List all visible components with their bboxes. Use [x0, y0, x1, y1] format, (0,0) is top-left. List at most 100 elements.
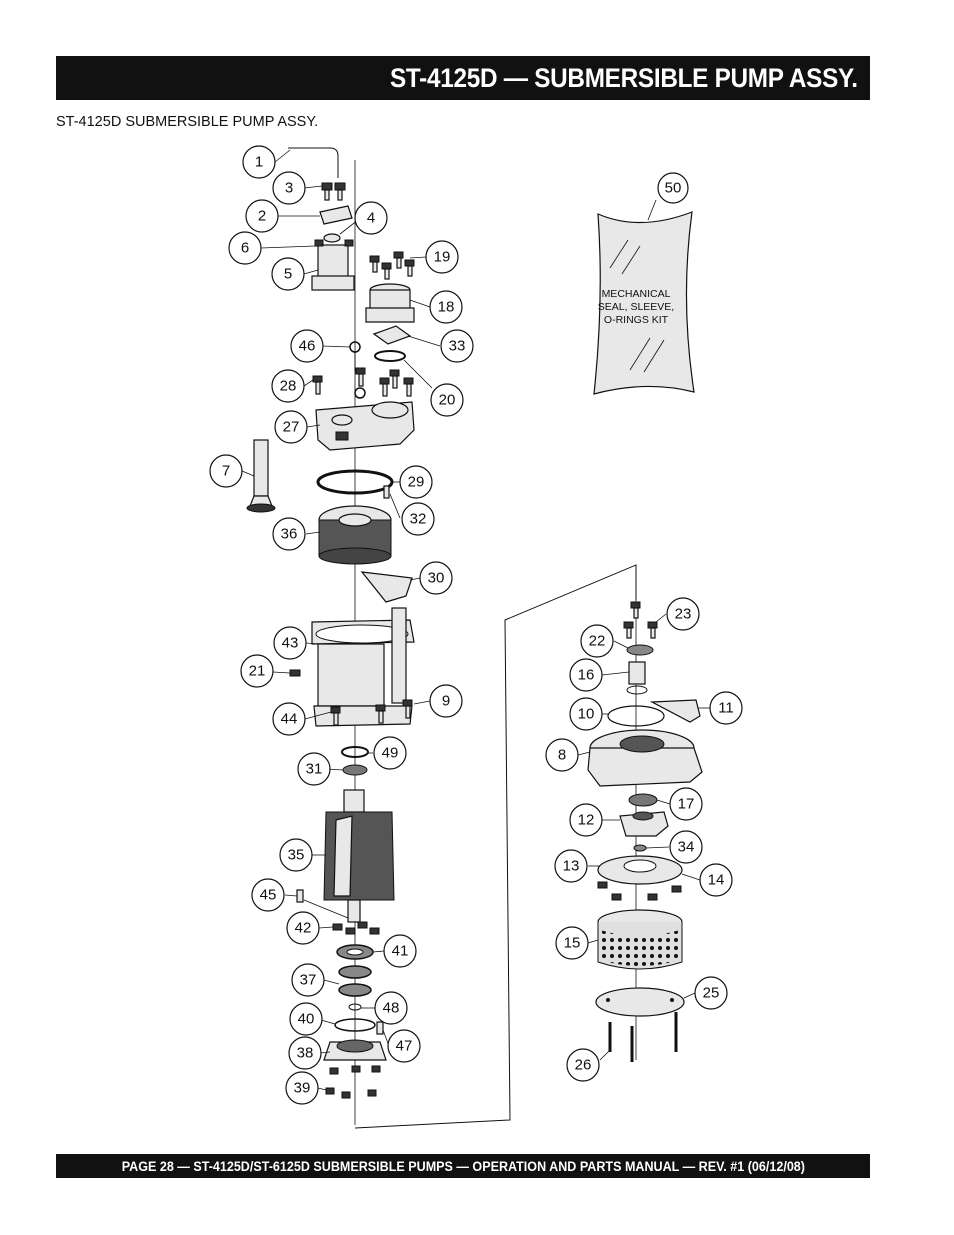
svg-text:8: 8	[558, 747, 566, 764]
callout-11: 11	[709, 691, 743, 725]
svg-text:11: 11	[718, 700, 734, 717]
bearing-37-top	[338, 965, 372, 979]
strainer-15	[597, 909, 683, 970]
callout-47: 47	[387, 1029, 421, 1063]
svg-text:25: 25	[703, 985, 720, 1002]
page-footer-bar: PAGE 28 — ST-4125D/ST-6125D SUBMERSIBLE …	[56, 1154, 870, 1178]
callout-48: 48	[374, 991, 408, 1025]
callout-2: 2	[245, 199, 279, 233]
svg-text:10: 10	[578, 706, 595, 723]
callout-16: 16	[569, 658, 603, 692]
page-title-bar: ST-4125D — SUBMERSIBLE PUMP ASSY.	[56, 56, 870, 100]
bearing-37	[338, 983, 372, 997]
wear-plate-11	[649, 699, 701, 723]
svg-text:40: 40	[298, 1011, 315, 1028]
callout-34: 34	[669, 830, 703, 864]
svg-text:19: 19	[434, 249, 451, 266]
svg-text:14: 14	[708, 872, 725, 889]
callout-41: 41	[383, 934, 417, 968]
callout-38: 38	[288, 1036, 322, 1070]
svg-text:21: 21	[249, 663, 266, 680]
svg-text:46: 46	[299, 338, 316, 355]
callout-49: 49	[373, 736, 407, 770]
callout-39: 39	[285, 1071, 319, 1105]
svg-text:29: 29	[408, 474, 425, 491]
svg-text:20: 20	[439, 392, 456, 409]
callout-30: 30	[419, 561, 453, 595]
bracket-30	[360, 571, 413, 603]
callout-12: 12	[569, 803, 603, 837]
handle-7	[246, 439, 276, 513]
callout-3: 3	[272, 171, 306, 205]
key-45	[296, 889, 304, 903]
volute-8	[587, 729, 703, 787]
screws-42	[332, 921, 380, 935]
callout-13: 13	[554, 849, 588, 883]
svg-text:32: 32	[410, 511, 427, 528]
screws-3	[321, 182, 346, 201]
pin-32	[383, 485, 390, 499]
svg-text:23: 23	[675, 606, 692, 623]
callout-25: 25	[694, 976, 728, 1010]
callout-10: 10	[569, 697, 603, 731]
callout-33: 33	[440, 329, 474, 363]
gasket-33	[372, 325, 412, 345]
callout-23: 23	[666, 597, 700, 631]
svg-text:47: 47	[396, 1038, 413, 1055]
svg-text:37: 37	[300, 972, 317, 989]
callout-8: 8	[545, 738, 579, 772]
o-ring-20	[374, 350, 406, 362]
callout-5: 5	[271, 257, 305, 291]
callout-7: 7	[209, 454, 243, 488]
callout-21: 21	[240, 654, 274, 688]
washer-49	[341, 746, 369, 758]
callout-15: 15	[555, 926, 589, 960]
svg-text:33: 33	[449, 338, 466, 355]
svg-text:9: 9	[442, 693, 450, 710]
callout-18: 18	[429, 290, 463, 324]
o-ring-48	[348, 1003, 362, 1011]
callout-29: 29	[399, 465, 433, 499]
svg-text:4: 4	[367, 210, 375, 227]
svg-text:12: 12	[578, 812, 595, 829]
leader-lines	[241, 149, 710, 1091]
callout-14: 14	[699, 863, 733, 897]
callout-32: 32	[401, 502, 435, 536]
svg-text:38: 38	[297, 1045, 314, 1062]
stator-end-36	[318, 505, 392, 565]
page-footer: PAGE 28 — ST-4125D/ST-6125D SUBMERSIBLE …	[121, 1158, 805, 1174]
callout-19: 19	[425, 240, 459, 274]
svg-text:16: 16	[578, 667, 595, 684]
diagram-caption: ST-4125D SUBMERSIBLE PUMP ASSY.	[56, 114, 319, 130]
svg-text:1: 1	[255, 154, 263, 171]
callout-46: 46	[290, 329, 324, 363]
bolts-26	[608, 1012, 678, 1062]
svg-text:50: 50	[665, 180, 682, 197]
callout-37: 37	[291, 963, 325, 997]
callout-31: 31	[297, 752, 331, 786]
housing-18	[365, 283, 415, 323]
svg-text:30: 30	[428, 570, 445, 587]
callout-20: 20	[430, 383, 464, 417]
svg-text:49: 49	[382, 745, 399, 762]
connector-line	[354, 564, 637, 1129]
svg-text:26: 26	[575, 1057, 592, 1074]
svg-text:36: 36	[281, 526, 298, 543]
screws-28	[312, 367, 414, 397]
svg-text:3: 3	[285, 180, 293, 197]
cable	[288, 147, 339, 178]
callout-43: 43	[273, 626, 307, 660]
screws-44	[330, 699, 413, 726]
pin-47	[376, 1021, 384, 1035]
callout-45: 45	[251, 878, 285, 912]
svg-text:42: 42	[295, 920, 312, 937]
seal-housing-38	[323, 1039, 387, 1061]
callout-1: 1	[242, 145, 276, 179]
o-ring-40	[334, 1018, 376, 1032]
callout-50: 50	[657, 172, 689, 204]
svg-text:34: 34	[678, 839, 695, 856]
seal-17	[628, 793, 658, 807]
callout-42: 42	[286, 911, 320, 945]
svg-text:18: 18	[438, 299, 455, 316]
